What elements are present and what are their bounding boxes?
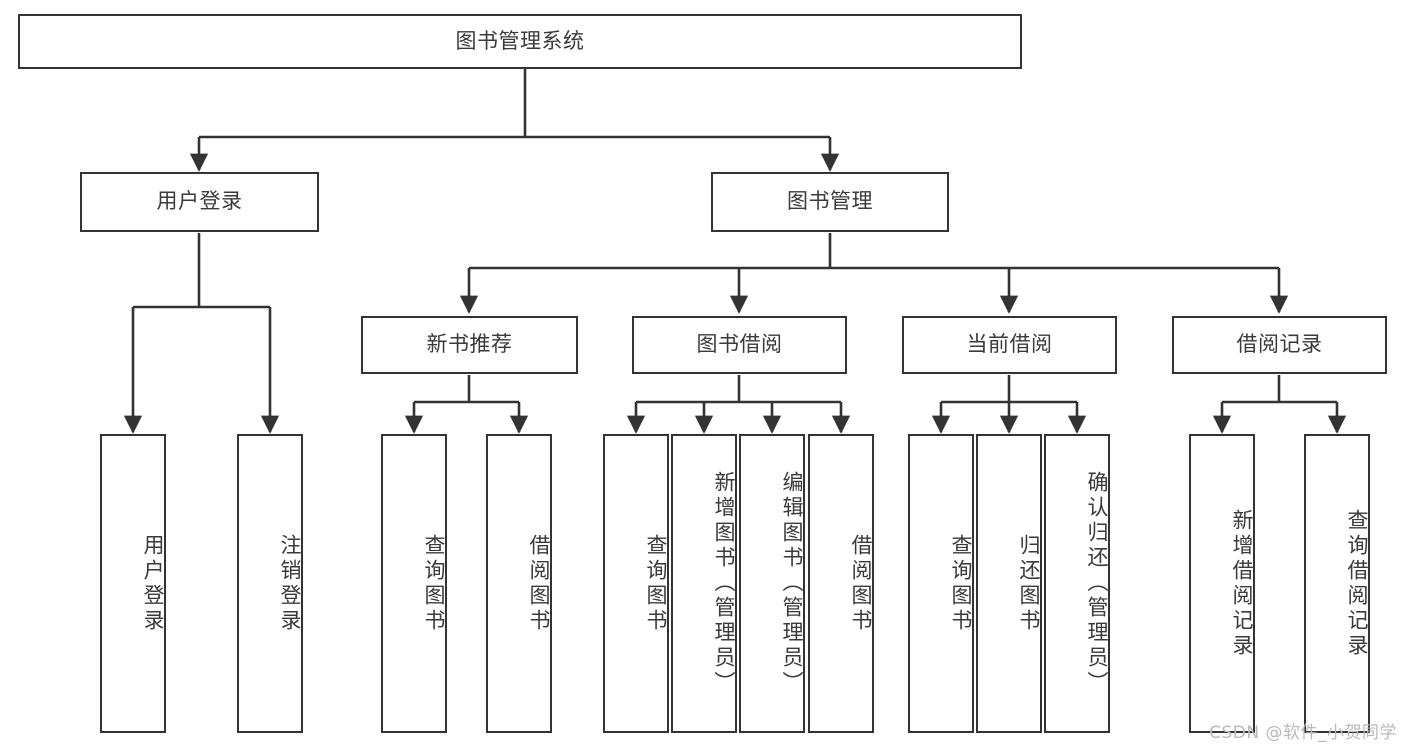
node-leaf-borrow-record-2-label: 查询借阅记录 — [1345, 508, 1369, 659]
node-borrow-record-label: 借阅记录 — [1236, 332, 1323, 357]
node-leaf-new-book-2-label: 借阅图书 — [527, 533, 551, 634]
node-leaf-current-borrow-2[interactable]: 归还图书 — [976, 434, 1042, 733]
node-leaf-new-book-2[interactable]: 借阅图书 — [486, 434, 552, 733]
node-leaf-borrow-record-2[interactable]: 查询借阅记录 — [1304, 434, 1370, 733]
node-book-borrow-label: 图书借阅 — [696, 332, 783, 357]
node-root-system-label: 图书管理系统 — [455, 28, 585, 53]
node-book-borrow[interactable]: 图书借阅 — [632, 316, 847, 374]
node-current-borrow-label: 当前借阅 — [966, 332, 1053, 357]
node-leaf-current-borrow-1[interactable]: 查询图书 — [908, 434, 974, 733]
node-new-book-recommend-label: 新书推荐 — [426, 332, 513, 357]
node-user-login-label: 用户登录 — [156, 189, 243, 214]
node-book-manage[interactable]: 图书管理 — [711, 172, 949, 232]
node-leaf-book-borrow-1-label: 查询图书 — [644, 533, 668, 634]
node-leaf-current-borrow-2-label: 归还图书 — [1017, 533, 1041, 634]
node-leaf-book-borrow-4-label: 借阅图书 — [849, 533, 873, 634]
node-leaf-book-borrow-4[interactable]: 借阅图书 — [808, 434, 874, 733]
node-leaf-user-login-1-label: 用户登录 — [141, 533, 165, 634]
node-leaf-user-login-1[interactable]: 用户登录 — [100, 434, 166, 733]
node-new-book-recommend[interactable]: 新书推荐 — [361, 316, 578, 374]
node-leaf-book-borrow-3[interactable]: 编辑图书（管理员） — [739, 434, 805, 733]
node-leaf-current-borrow-1-label: 查询图书 — [949, 533, 973, 634]
node-leaf-user-login-2[interactable]: 注销登录 — [237, 434, 303, 733]
node-current-borrow[interactable]: 当前借阅 — [902, 316, 1117, 374]
node-leaf-user-login-2-label: 注销登录 — [278, 533, 302, 634]
node-user-login[interactable]: 用户登录 — [80, 172, 319, 232]
node-leaf-book-borrow-1[interactable]: 查询图书 — [603, 434, 669, 733]
node-borrow-record[interactable]: 借阅记录 — [1172, 316, 1387, 374]
node-root-system[interactable]: 图书管理系统 — [18, 14, 1022, 69]
node-leaf-new-book-1-label: 查询图书 — [422, 533, 446, 634]
node-leaf-book-borrow-2[interactable]: 新增图书（管理员） — [671, 434, 737, 733]
node-leaf-book-borrow-3-label: 编辑图书（管理员） — [780, 471, 804, 696]
node-leaf-current-borrow-3-label: 确认归还（管理员） — [1085, 471, 1109, 696]
node-book-manage-label: 图书管理 — [787, 189, 873, 214]
node-leaf-new-book-1[interactable]: 查询图书 — [381, 434, 447, 733]
node-leaf-book-borrow-2-label: 新增图书（管理员） — [712, 471, 736, 696]
node-leaf-current-borrow-3[interactable]: 确认归还（管理员） — [1044, 434, 1110, 733]
csdn-watermark: CSDN @软件_小贺同学 — [1209, 723, 1397, 743]
node-leaf-borrow-record-1[interactable]: 新增借阅记录 — [1189, 434, 1255, 733]
node-leaf-borrow-record-1-label: 新增借阅记录 — [1230, 508, 1254, 659]
